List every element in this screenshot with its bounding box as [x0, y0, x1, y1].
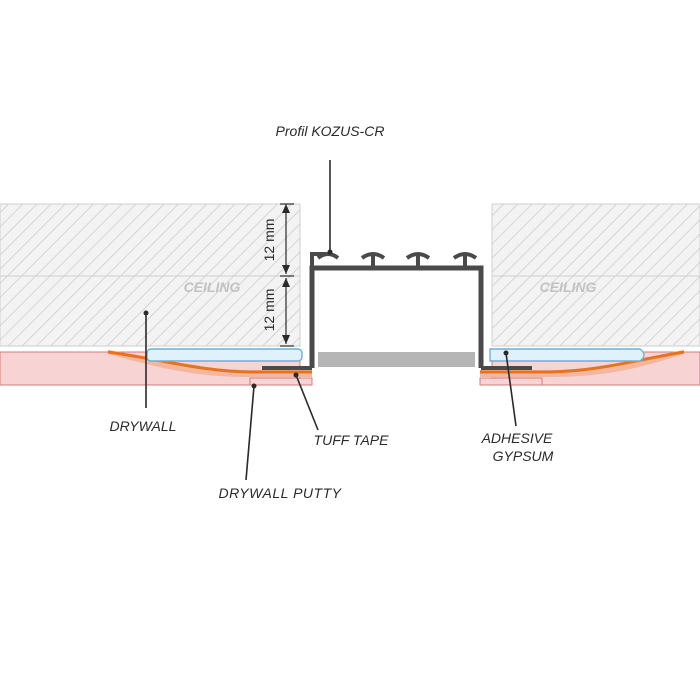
adhesive-label-line1: ADHESIVE: [481, 430, 553, 446]
adhesive-left: [146, 348, 303, 362]
ceiling-left: [0, 203, 301, 347]
dimension-12mm: [280, 203, 294, 347]
drywall-putty-label: DRYWALL PUTTY: [219, 485, 343, 501]
tuff-tape-label: TUFF TAPE: [314, 432, 390, 448]
profile-label: Profil KOZUS-CR: [276, 123, 385, 139]
leader-tuff-tape: [295, 374, 319, 431]
leader-adhesive: [505, 352, 517, 427]
leader-lines: [145, 160, 517, 481]
gap-plate: [318, 352, 475, 367]
adhesive-label-line2: GYPSUM: [493, 448, 554, 464]
dimension-upper-label: 12 mm: [261, 219, 277, 262]
adhesive-right: [489, 348, 645, 362]
tuff-tape-right: [480, 350, 685, 374]
ceiling-right: [491, 203, 700, 347]
profile-kozus-cr: [262, 252, 532, 370]
leader-dots: [143, 249, 509, 389]
tuff-tape-left: [107, 350, 312, 374]
leader-drywall-putty: [245, 385, 255, 481]
ceiling-right-label: CEILING: [540, 279, 597, 295]
drywall-putty-left: [108, 350, 312, 377]
drywall-putty-right: [480, 350, 684, 377]
ceiling-left-label: CEILING: [184, 279, 241, 295]
drywall-label: DRYWALL: [110, 418, 177, 434]
dimension-lower-label: 12 mm: [261, 289, 277, 332]
